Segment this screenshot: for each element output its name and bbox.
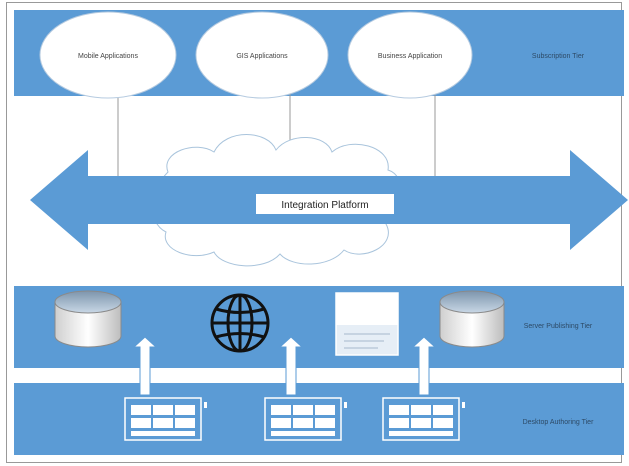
business-application-ellipse [347,11,473,99]
up-arrow-icon [132,336,158,396]
subscription-tier-label: Subscription Tier [532,53,585,60]
mobile-applications-ellipse [39,11,177,99]
integration-platform-label: Integration Platform [281,200,368,211]
table-icon [264,397,347,441]
gis-applications-ellipse [195,11,329,99]
database-icon [439,290,505,348]
table-icon [382,397,465,441]
server-publishing-tier-label: Server Publishing Tier [524,323,593,330]
integration-label-box [256,194,394,214]
database-icon [54,290,122,348]
table-icon [124,397,207,441]
business-application-label: Business Application [378,53,442,60]
desktop-authoring-tier-label: Desktop Authoring Tier [523,419,594,426]
up-arrow-icon [411,336,437,396]
globe-icon [210,293,270,353]
document-icon [335,292,399,356]
gis-applications-label: GIS Applications [236,53,288,60]
up-arrow-icon [278,336,304,396]
mobile-applications-label: Mobile Applications [78,53,138,60]
